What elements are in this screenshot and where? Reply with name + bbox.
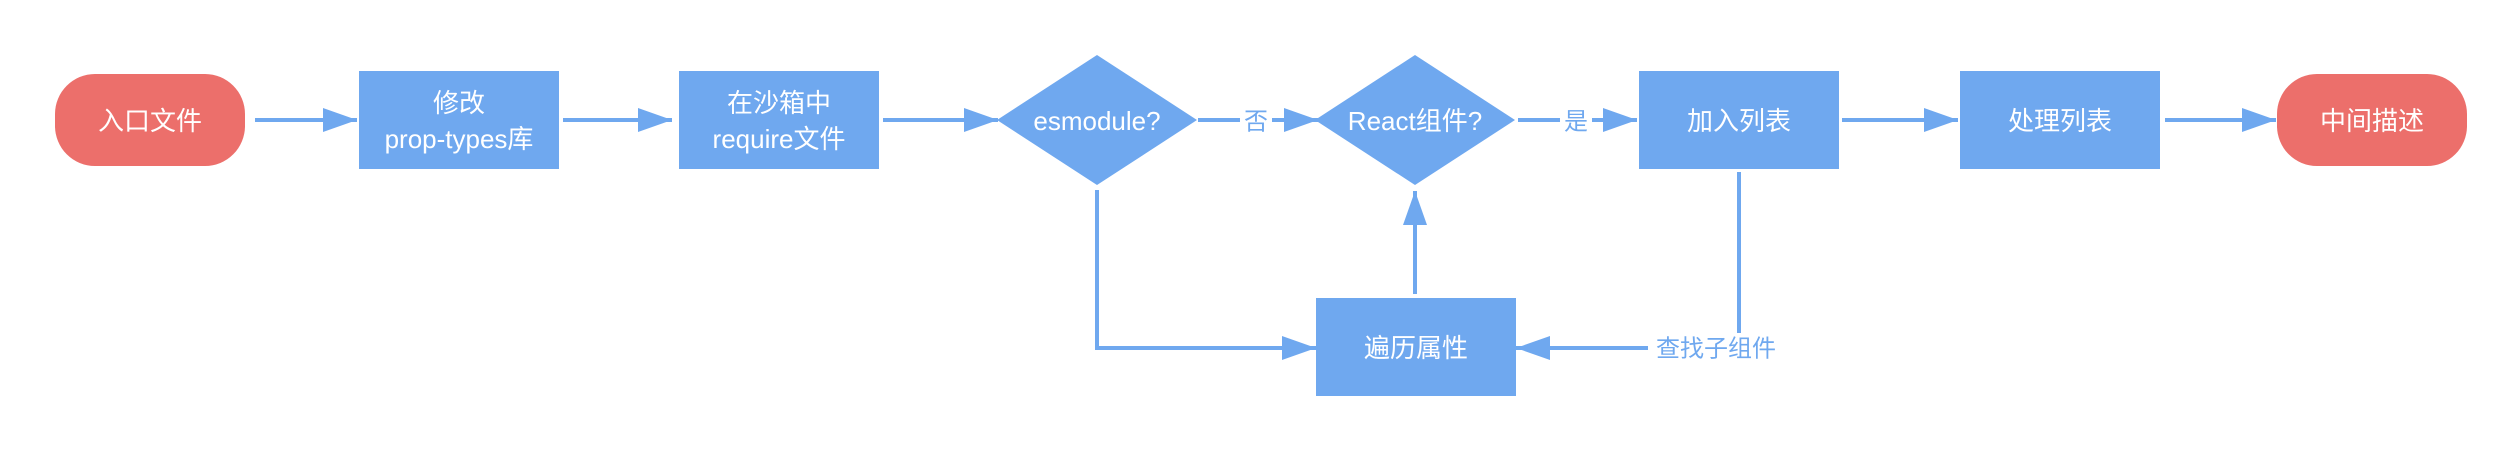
node-require-in-sandbox: 在沙箱中 require文件 xyxy=(679,71,879,169)
edge-label-yes: 是 xyxy=(1564,109,1588,136)
node-process-list-label: 处理列表 xyxy=(2008,106,2112,136)
node-esmodule-decision: esmodule? xyxy=(997,55,1197,185)
node-add-to-list-label: 加入列表 xyxy=(1687,106,1791,136)
node-modify-label-line2: prop-types库 xyxy=(385,124,534,154)
edge-labels: 否 是 查找子组件 xyxy=(1240,106,1784,365)
node-add-to-list: 加入列表 xyxy=(1639,71,1839,169)
node-intermediate-description-label: 中间描述 xyxy=(2320,106,2424,136)
node-esmodule-label: esmodule? xyxy=(1033,106,1160,136)
node-react-component-label: React组件? xyxy=(1348,106,1482,136)
nodes: 入口文件 修改 prop-types库 在沙箱中 require文件 esmod… xyxy=(55,55,2467,396)
node-process-list: 处理列表 xyxy=(1960,71,2160,169)
node-traverse-properties: 遍历属性 xyxy=(1316,298,1516,396)
node-modify-label-line1: 修改 xyxy=(433,88,485,118)
node-entry-file: 入口文件 xyxy=(55,74,245,166)
node-traverse-properties-label: 遍历属性 xyxy=(1364,333,1468,363)
node-intermediate-description: 中间描述 xyxy=(2277,74,2467,166)
node-require-label-line2: require文件 xyxy=(713,124,846,154)
node-react-component-decision: React组件? xyxy=(1315,55,1515,185)
edge-label-find-child-components: 查找子组件 xyxy=(1656,336,1776,363)
node-modify-prop-types: 修改 prop-types库 xyxy=(359,71,559,169)
edge-label-no: 否 xyxy=(1244,109,1268,136)
node-entry-file-label: 入口文件 xyxy=(98,106,202,136)
node-require-label-line1: 在沙箱中 xyxy=(727,88,831,118)
edge-add-list-to-traverse xyxy=(1516,172,1741,360)
edge-esmodule-to-traverse xyxy=(1095,190,1316,360)
